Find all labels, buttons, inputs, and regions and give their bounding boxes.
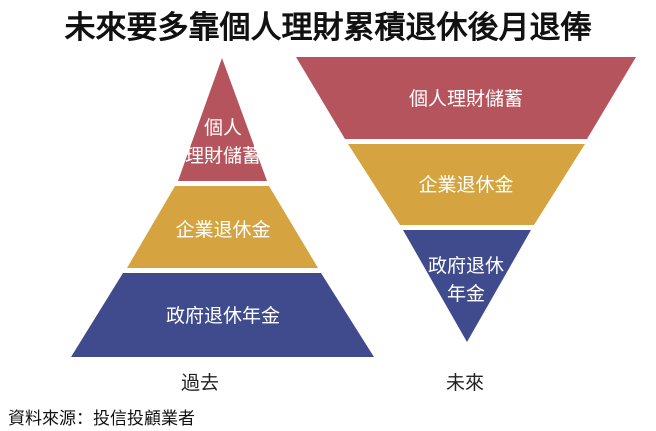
future-tier-corporate-pension xyxy=(348,144,585,225)
page-title: 未來要多靠個人理財累積退休後月退俸 xyxy=(64,10,592,46)
past-tier-personal-savings-label-line1: 個人 xyxy=(204,117,242,139)
future-tier-corporate-pension-label: 企業退休金 xyxy=(418,174,513,196)
past-caption: 過去 xyxy=(181,372,219,394)
source-note: 資料來源：投信投顧業者 xyxy=(8,409,195,429)
past-tier-government-pension-label: 政府退休年金 xyxy=(166,305,280,327)
past-tier-personal-savings xyxy=(178,58,267,181)
past-tier-corporate-pension-label: 企業退休金 xyxy=(175,219,270,241)
past-tier-government-pension xyxy=(71,273,374,357)
future-tier-personal-savings xyxy=(296,57,636,139)
past-tier-personal-savings-label-line2: 理財儲蓄 xyxy=(185,145,261,167)
future-tier-government-pension-label-line2: 年金 xyxy=(447,283,485,305)
future-tier-government-pension xyxy=(403,230,531,342)
past-pyramid: 個人 理財儲蓄 企業退休金 政府退休年金 過去 xyxy=(71,58,374,394)
future-caption: 未來 xyxy=(446,372,484,394)
past-tier-corporate-pension xyxy=(127,186,318,268)
future-tier-government-pension-label-line1: 政府退休 xyxy=(428,255,504,277)
future-tier-personal-savings-label: 個人理財儲蓄 xyxy=(409,88,523,110)
future-pyramid: 個人理財儲蓄 企業退休金 政府退休 年金 未來 xyxy=(296,57,636,394)
